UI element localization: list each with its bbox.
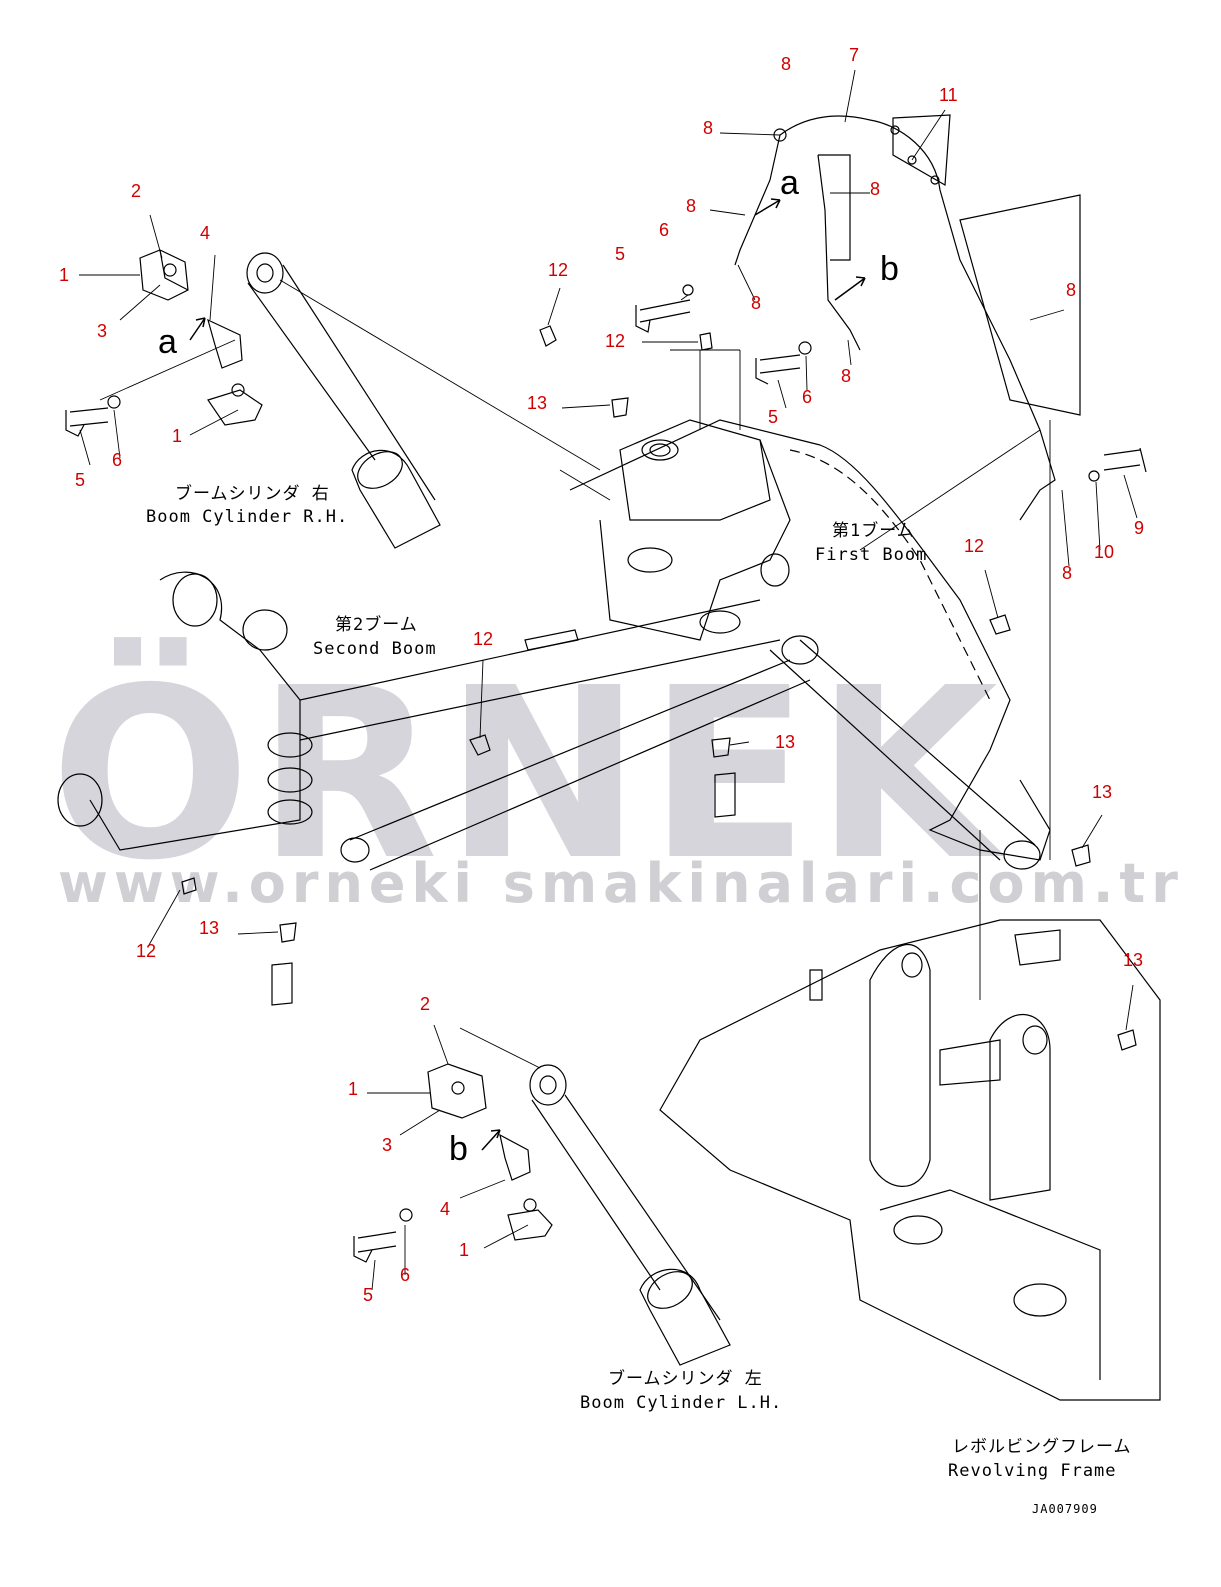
callout-8: 8 [1062,563,1073,583]
boom-cylinder-lh [529,1064,731,1366]
callout-8: 8 [751,293,762,313]
marker-b: b [449,1130,468,1168]
callout-12: 12 [605,331,626,351]
callout-5: 5 [75,470,86,490]
second-boom [57,571,811,871]
caption-revolving-frame-jp: レボルビングフレーム [952,1437,1132,1457]
marker-b: b [880,250,899,288]
callout-8: 8 [781,54,792,74]
bolts-mid [181,284,1137,1051]
marker-a: a [780,164,799,202]
revolving-frame [659,919,1161,1401]
callout-8: 8 [703,118,714,138]
callout-6: 6 [659,220,670,240]
callout-4: 4 [440,1199,451,1219]
callout-10: 10 [1094,542,1115,562]
first-boom [569,419,1051,870]
caption-boom-cylinder-lh-en: Boom Cylinder L.H. [580,1393,783,1413]
caption-boom-cylinder-lh-jp: ブームシリンダ 左 [608,1369,763,1389]
callout-7: 7 [849,45,860,65]
caption-boom-cylinder-rh-en: Boom Cylinder R.H. [146,507,349,527]
leader-lines [79,69,1138,1291]
callout-6: 6 [400,1265,411,1285]
callout-2: 2 [131,181,142,201]
callout-1: 1 [348,1079,359,1099]
callout-12: 12 [548,260,569,280]
watermark-url: www.orneki smakinalari.com.tr [58,852,1184,915]
caption-boom-cylinder-rh-jp: ブームシリンダ 右 [175,484,330,504]
callout-4: 4 [200,223,211,243]
callout-6: 6 [802,387,813,407]
callout-1: 1 [172,426,183,446]
callout-6: 6 [112,450,123,470]
callout-1: 1 [459,1240,470,1260]
watermark-brand: ÖRNEK [50,637,1004,912]
callout-3: 3 [97,321,108,341]
callout-1: 1 [59,265,70,285]
callout-13: 13 [1123,950,1144,970]
caption-second-boom-en: Second Boom [313,639,437,659]
callout-5: 5 [768,407,779,427]
drawing-code: JA007909 [1032,1502,1098,1516]
callout-13: 13 [199,918,220,938]
callout-8: 8 [870,179,881,199]
direction-arrows [189,198,866,1151]
caption-second-boom-jp: 第2ブーム [335,615,418,635]
callout-2: 2 [420,994,431,1014]
callout-13: 13 [775,732,796,752]
callout-5: 5 [363,1285,374,1305]
callout-12: 12 [136,941,157,961]
callout-13: 13 [1092,782,1113,802]
callout-13: 13 [527,393,548,413]
marker-a: a [158,323,177,361]
callout-11: 11 [939,85,958,105]
caption-first-boom-jp: 第1ブーム [832,521,915,541]
callout-3: 3 [382,1135,393,1155]
callout-9: 9 [1134,518,1145,538]
caption-revolving-frame-en: Revolving Frame [948,1461,1117,1481]
wire-harness [734,114,1147,521]
boom-cylinder-rh [246,252,441,549]
callout-5: 5 [615,244,626,264]
callout-12: 12 [473,629,494,649]
callout-8: 8 [841,366,852,386]
callout-12: 12 [964,536,985,556]
callout-8: 8 [686,196,697,216]
caption-first-boom-en: First Boom [815,545,928,565]
callout-8: 8 [1066,280,1077,300]
